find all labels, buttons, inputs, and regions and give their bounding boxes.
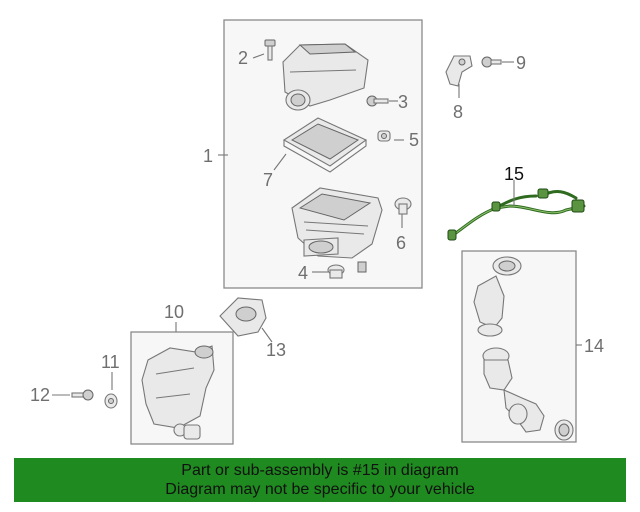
part-8-bracket — [445, 55, 473, 87]
part-upper-housing — [282, 43, 369, 111]
part-lower-housing — [291, 187, 383, 259]
callout-15-highlighted: 15 — [504, 164, 524, 184]
part-12-bolt — [71, 389, 94, 401]
part-4-insulator — [327, 261, 367, 279]
part-13-sensor — [219, 297, 267, 337]
callout-7: 7 — [263, 170, 273, 190]
info-banner: Part or sub-assembly is #15 in diagram D… — [14, 458, 626, 502]
callout-2: 2 — [238, 48, 248, 68]
part-11-grommet — [104, 393, 118, 409]
callout-10: 10 — [164, 302, 184, 322]
part-5-grommet — [377, 130, 391, 142]
callout-5: 5 — [409, 130, 419, 150]
banner-line-2: Diagram may not be specific to your vehi… — [165, 481, 475, 498]
leader-lines — [52, 53, 582, 396]
callout-14: 14 — [584, 336, 604, 356]
callout-4: 4 — [298, 263, 308, 283]
group-box-intake-duct — [461, 250, 577, 443]
callout-8: 8 — [453, 102, 463, 122]
part-2-bolt — [264, 39, 276, 61]
callout-11: 11 — [101, 352, 120, 372]
callout-1: 1 — [203, 146, 213, 166]
callout-3: 3 — [398, 92, 408, 112]
part-6-plug — [394, 197, 412, 215]
callout-13: 13 — [266, 340, 286, 360]
part-9-bolt — [481, 56, 502, 68]
banner-line-1: Part or sub-assembly is #15 in diagram — [181, 462, 459, 479]
part-7-filter — [282, 117, 368, 173]
callout-6: 6 — [396, 233, 406, 253]
part-14-intake-duct — [473, 256, 574, 441]
part-3-screw — [366, 95, 389, 107]
part-15-hose-highlighted — [447, 188, 586, 241]
callout-12: 12 — [30, 385, 50, 405]
callout-9: 9 — [516, 53, 526, 73]
part-10-resonator — [141, 345, 215, 440]
